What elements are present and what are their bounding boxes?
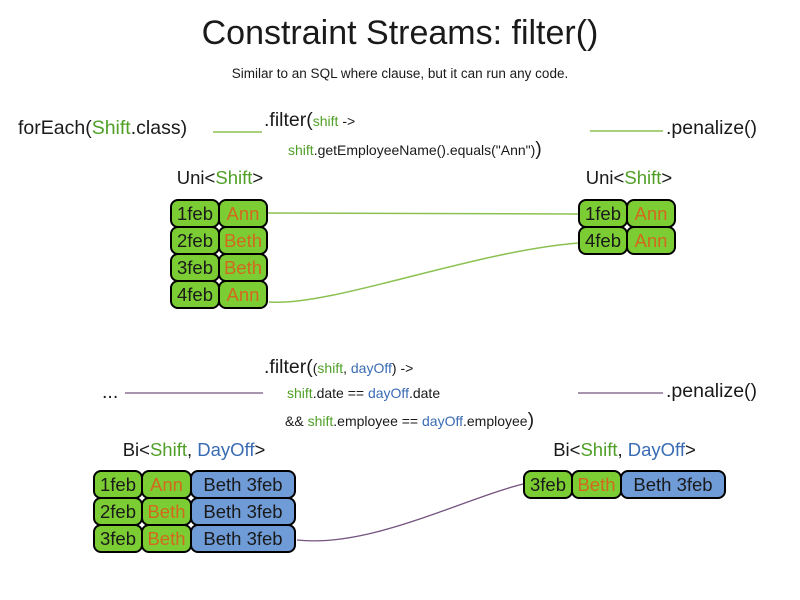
code-penalize-top: .penalize() [666,117,758,139]
code-token: Shift [580,439,618,460]
code-token: .employee [463,413,528,429]
table-row: 3feb Beth [170,253,268,282]
bi-right-table: 3feb Beth Beth 3feb [523,470,726,499]
dayoff-cell: Beth 3feb [190,524,296,553]
label-uni-right: Uni<Shift> [578,167,680,189]
code-token: Shift [149,439,187,460]
bi-left-table: 1feb Ann Beth 3feb 2feb Beth Beth 3feb 3… [93,470,296,553]
code-token: ( [312,360,318,376]
table-row: 2feb Beth [170,226,268,255]
code-filter-mid: .filter((shift, dayOff) -> shift.date ==… [264,356,534,432]
code-token: Shift [624,167,662,188]
uni-left-table: 1feb Ann 2feb Beth 3feb Beth 4feb Ann [170,199,268,309]
table-row: 4feb Ann [170,280,268,309]
code-token: forEach( [18,117,92,139]
dayoff-cell: Beth 3feb [620,470,726,499]
code-token: .date == [312,385,368,401]
code-penalize-mid: .penalize() [666,380,758,402]
code-token: shift [307,413,334,429]
code-token: > [252,167,264,188]
code-token: , [617,439,628,460]
code-token: , [186,439,198,460]
code-token: , [343,360,351,376]
code-ellipsis: ... [102,381,119,403]
code-token: .employee == [333,413,422,429]
table-row: 4feb Ann [578,226,676,255]
code-token: .filter( [264,109,313,131]
dayoff-cell: Beth 3feb [190,470,296,499]
code-token: > [685,439,696,460]
table-row: 1feb Ann [578,199,676,228]
uni-right-table: 1feb Ann 4feb Ann [578,199,676,255]
shift-employee-cell: Ann [141,470,192,499]
code-token: shift [288,142,314,158]
shift-employee-cell: Beth [141,524,192,553]
shift-employee-cell: Beth [218,253,268,282]
table-row: 3feb Beth Beth 3feb [93,524,296,553]
shift-employee-cell: Ann [626,199,676,228]
code-token: shift [312,113,339,129]
code-token: DayOff [627,439,685,460]
code-token: dayOff [367,385,409,401]
dayoff-cell: Beth 3feb [190,497,296,526]
connector-3feb-beth [296,483,524,542]
code-token: .getEmployeeName().equals("Ann") [313,142,536,158]
connector-4feb-ann [268,242,579,304]
table-row: 1feb Ann [170,199,268,228]
code-token: > [254,439,266,460]
code-filter-top-line2: shift.getEmployeeName().equals("Ann")) [288,138,542,161]
shift-employee-cell: Beth [218,226,268,255]
table-row: 1feb Ann Beth 3feb [93,470,296,499]
code-token: .filter( [264,356,313,378]
code-token: .date [408,385,441,401]
table-row: 2feb Beth Beth 3feb [93,497,296,526]
code-token: > [661,167,673,188]
connector-1feb-ann [267,212,579,215]
code-token: DayOff [197,439,255,460]
code-token: ) [535,138,542,160]
shift-date-cell: 2feb [93,497,143,526]
shift-employee-cell: Ann [218,280,268,309]
code-token: Uni< [585,167,625,188]
code-token: .class) [130,117,188,139]
code-token: shift [317,360,344,376]
page-title: Constraint Streams: filter() [201,14,599,52]
code-token: Bi< [553,439,581,460]
shift-employee-cell: Beth [141,497,192,526]
shift-date-cell: 2feb [170,226,220,255]
code-foreach: forEach(Shift.class) [18,117,187,140]
label-uni-left: Uni<Shift> [170,167,270,189]
shift-employee-cell: Ann [626,226,676,255]
shift-date-cell: 4feb [578,226,628,255]
label-bi-right: Bi<Shift, DayOff> [523,439,726,461]
shift-date-cell: 1feb [578,199,628,228]
shift-date-cell: 3feb [170,253,220,282]
code-token: Bi< [122,439,150,460]
code-token: && [285,413,308,429]
code-token: Shift [215,167,253,188]
code-token: Uni< [176,167,216,188]
shift-date-cell: 4feb [170,280,220,309]
shift-date-cell: 1feb [93,470,143,499]
code-filter-top: .filter(shift -> shift.getEmployeeName()… [264,109,542,161]
shift-date-cell: 3feb [93,524,143,553]
code-token: -> [338,113,356,129]
code-filter-top-line1: .filter(shift -> [264,109,542,132]
code-filter-mid-line3: && shift.employee == dayOff.employee) [285,409,534,432]
page-subtitle: Similar to an SQL where clause, but it c… [231,66,569,81]
code-token: ) [527,409,535,431]
shift-date-cell: 1feb [170,199,220,228]
shift-employee-cell: Beth [571,470,622,499]
code-token: Shift [91,117,131,139]
code-filter-mid-line1: .filter((shift, dayOff) -> [264,356,534,379]
code-token: shift [287,385,313,401]
code-token: dayOff [422,413,463,429]
shift-employee-cell: Ann [218,199,268,228]
code-token: dayOff [350,360,392,376]
shift-date-cell: 3feb [523,470,573,499]
label-bi-left: Bi<Shift, DayOff> [93,439,295,461]
code-filter-mid-line2: shift.date == dayOff.date [287,385,534,401]
code-token: ) -> [391,360,414,376]
table-row: 3feb Beth Beth 3feb [523,470,726,499]
